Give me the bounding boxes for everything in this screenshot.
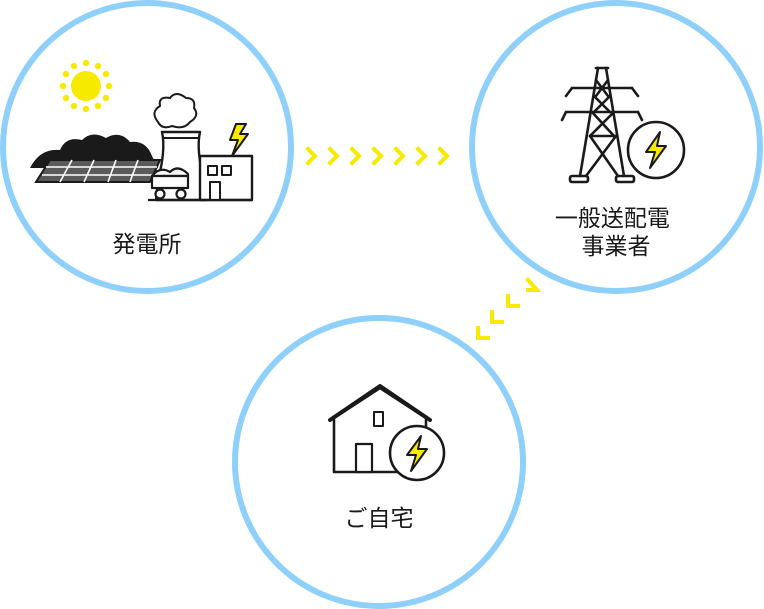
smoke-icon (153, 93, 198, 129)
node-label-transmission-line-1: 一般送配電 (555, 206, 670, 232)
power-plant-ring (0, 0, 294, 294)
solar-panel-icon (34, 159, 162, 183)
lightning-badge-icon (626, 120, 686, 180)
factory-building-icon (198, 154, 254, 202)
node-label-transmission-line-2: 事業者 (582, 234, 651, 260)
node-label-home: ご自宅 (345, 506, 414, 532)
lightning-icon (229, 123, 249, 157)
node-home: ご自宅 (232, 315, 526, 609)
flow-arrow-transmission-to-home (476, 277, 542, 340)
node-label-transmission: 一般送配電 事業者 (555, 206, 677, 260)
lightning-badge-icon (388, 424, 446, 482)
transmission-tower-icon (560, 66, 644, 184)
node-label-power-plant: 発電所 (113, 232, 182, 258)
transmission-ring (469, 0, 763, 294)
node-transmission-operator: 一般送配電 事業者 (469, 0, 763, 294)
coal-cart-icon (148, 167, 252, 202)
node-power-plant: 発電所 (0, 0, 294, 294)
flow-arrow-plant-to-transmission (305, 146, 450, 166)
sun-icon (59, 59, 113, 113)
